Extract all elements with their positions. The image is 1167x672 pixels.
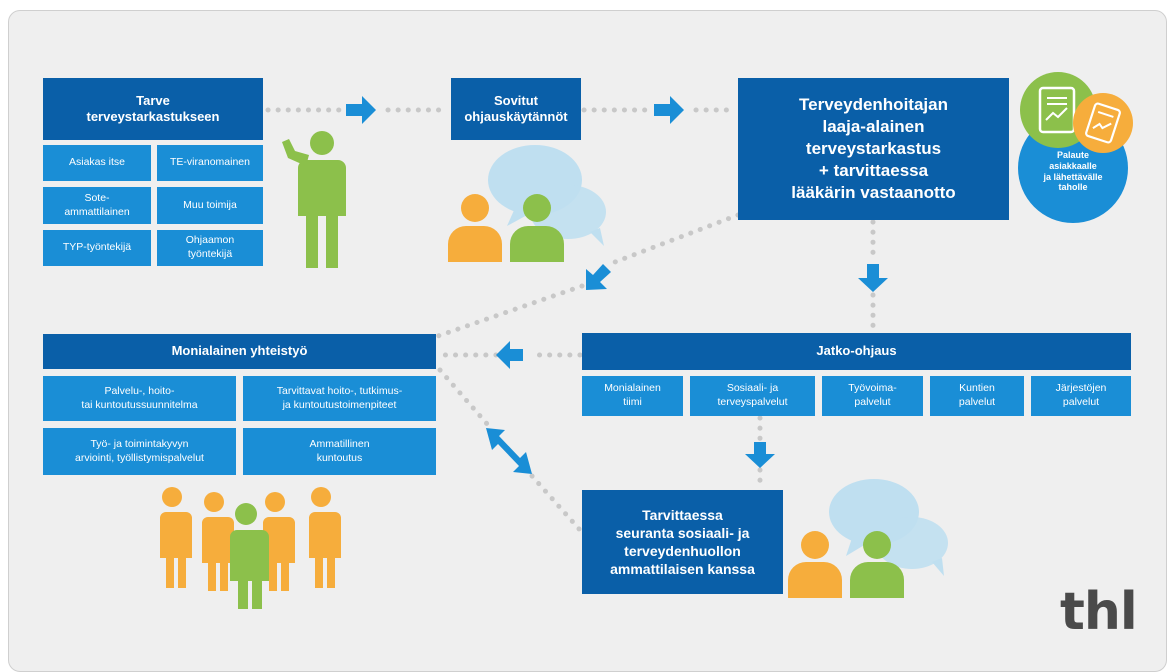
connector-multi-to-followup-2 [529, 473, 583, 533]
agreed-practices-box: Sovitut ohjauskäytännöt [451, 78, 581, 140]
feedback-text: Palaute asiakkaalle ja lähettävälle taho… [1043, 150, 1103, 193]
person-orange-2 [788, 531, 842, 598]
referral-title: Jatko-ohjaus [582, 333, 1131, 370]
person-orange [448, 194, 502, 262]
need-item: Muu toimija [157, 187, 263, 224]
referral-item: Monialainen tiimi [582, 376, 683, 416]
arrow-bidirectional-icon [486, 428, 532, 474]
thl-logo: thl [1060, 582, 1138, 642]
feedback-badge-graphic [1018, 72, 1133, 223]
referral-item: Kuntien palvelut [930, 376, 1024, 416]
connectors-layer [265, 96, 888, 533]
need-item: Ohjaamon työntekijä [157, 230, 263, 266]
need-item: Asiakas itse [43, 145, 151, 181]
multi-cooperation-title: Monialainen yhteistyö [43, 334, 436, 369]
need-item: Sote- ammattilainen [43, 187, 151, 224]
need-item: TYP-työntekijä [43, 230, 151, 266]
referral-item: Työvoima- palvelut [822, 376, 923, 416]
chart-doc-icon [1073, 93, 1133, 153]
arrow-down-icon-2 [745, 442, 775, 468]
person-green [510, 194, 564, 262]
arrow-right-icon-2 [654, 96, 684, 124]
connector-multi-to-followup [437, 367, 491, 428]
person-waving-illustration [282, 131, 346, 268]
followup-box: Tarvittaessa seuranta sosiaali- ja terve… [582, 490, 783, 594]
need-item: TE-viranomainen [157, 145, 263, 181]
arrow-right-icon [346, 96, 376, 124]
need-title-box: Tarve terveystarkastukseen [43, 78, 263, 140]
people-talking-illustration-2 [788, 479, 948, 598]
referral-item: Sosiaali- ja terveyspalvelut [690, 376, 815, 416]
arrow-diagonal-down-left-icon [586, 264, 611, 290]
people-talking-illustration [448, 145, 606, 262]
multi-item: Tarvittavat hoito-, tutkimus- ja kuntout… [243, 376, 436, 421]
speech-bubbles-2 [829, 479, 948, 576]
group-of-people-illustration [158, 487, 341, 609]
health-checkup-box: Terveydenhoitajan laaja-alainen terveyst… [738, 78, 1009, 220]
multi-item: Ammatillinen kuntoutus [243, 428, 436, 475]
arrow-left-icon [496, 341, 523, 369]
arrow-down-icon [858, 264, 888, 292]
connector-checkup-diagonal [612, 212, 741, 265]
referral-item: Järjestöjen palvelut [1031, 376, 1131, 416]
multi-item: Palvelu-, hoito- tai kuntoutussuunnitelm… [43, 376, 236, 421]
multi-item: Työ- ja toimintakyvyn arviointi, työllis… [43, 428, 236, 475]
person-green-2 [850, 531, 904, 598]
speech-bubbles [488, 145, 606, 246]
